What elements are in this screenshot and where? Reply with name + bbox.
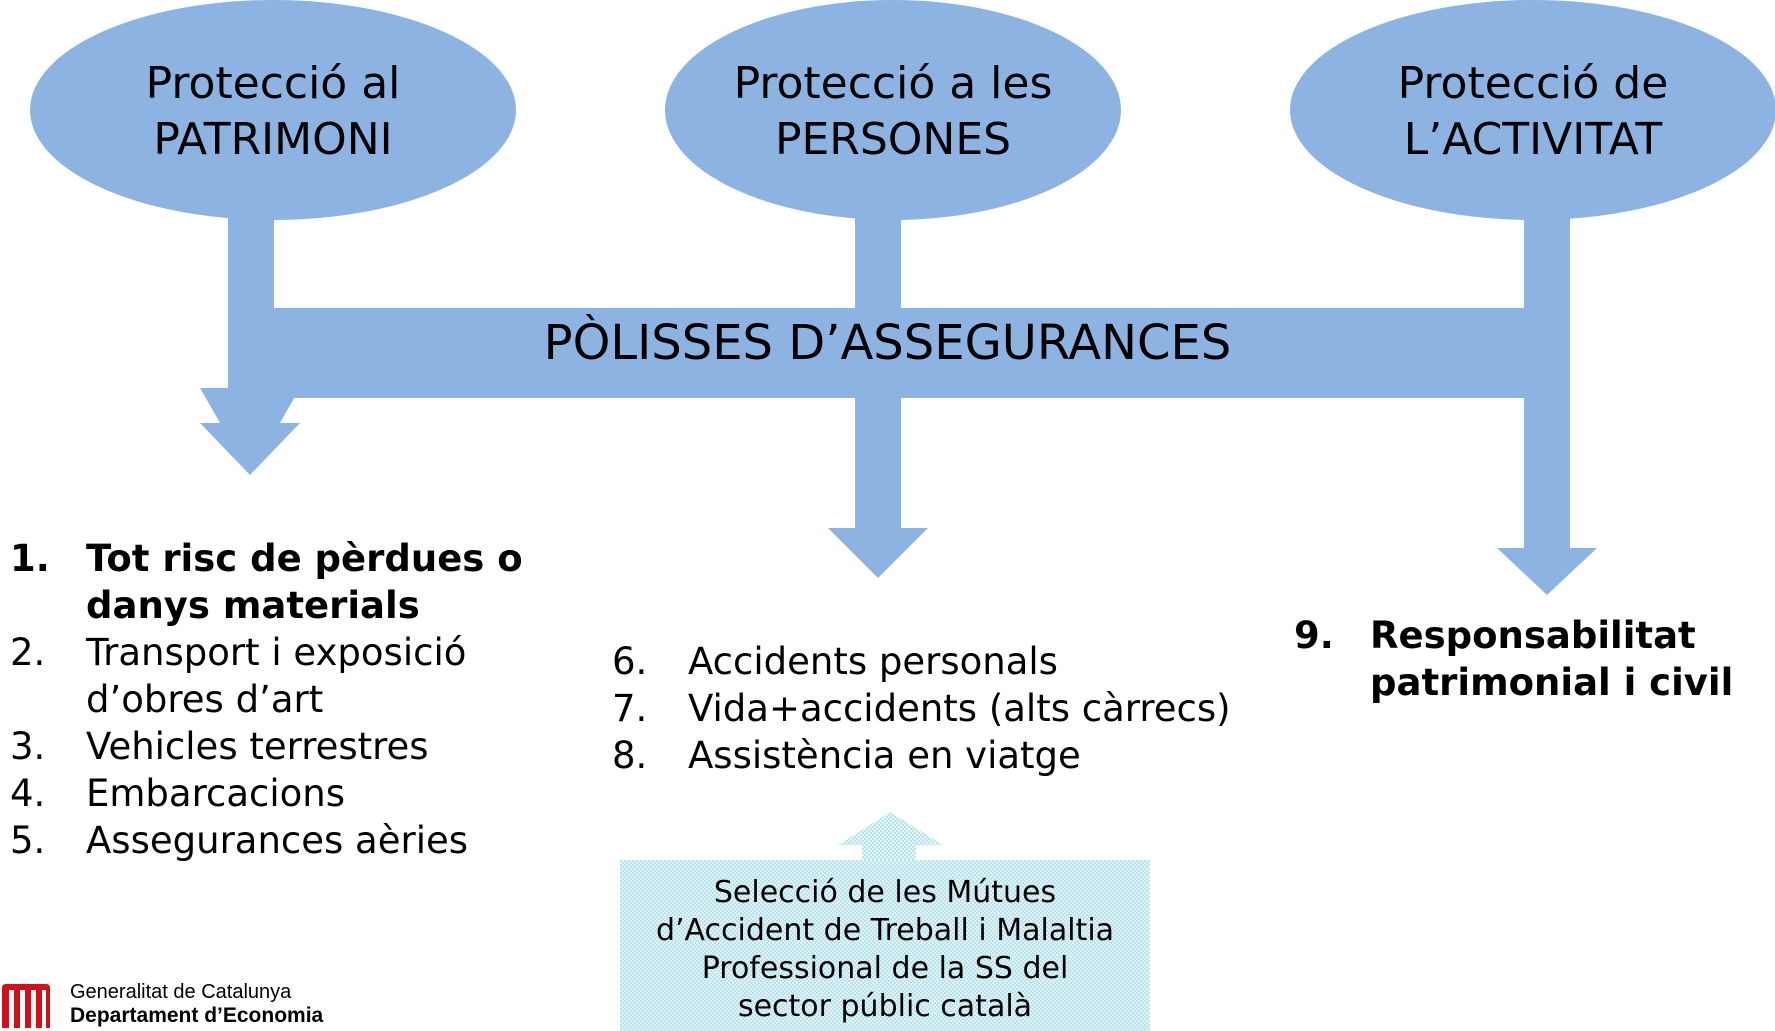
item-number: 6.	[612, 640, 648, 683]
mutues-line: sector públic català	[737, 989, 1033, 1024]
item-number: 2.	[10, 631, 46, 674]
list-item: 7. Vida+accidents (alts càrrecs)	[612, 685, 1231, 732]
oval-label-patrimoni: Protecció al PATRIMONI	[31, 56, 515, 168]
item-number: 4.	[10, 772, 46, 815]
oval-label-persones: Protecció a les PERSONES	[665, 56, 1121, 168]
item-number: 7.	[612, 687, 648, 730]
item-text: patrimonial i civil	[1370, 661, 1734, 704]
list-item: 1. Tot risc de pèrdues o danys materials	[10, 535, 523, 629]
senyera-icon	[2, 984, 50, 1028]
item-text: Assegurances aèries	[86, 819, 469, 862]
mutues-line: Selecció de les Mútues	[713, 875, 1057, 910]
patrimoni-arrow-head	[200, 423, 300, 475]
oval-line: PATRIMONI	[153, 114, 393, 165]
list-item: 9. Responsabilitat patrimonial i civil	[1294, 612, 1733, 706]
item-number: 1.	[10, 537, 50, 580]
item-text: d’obres d’art	[86, 678, 324, 721]
oval-activitat	[1290, 0, 1775, 220]
item-text: Vehicles terrestres	[86, 725, 429, 768]
logo-line: Departament d’Economia	[70, 1004, 324, 1027]
mutues-up-arrow	[838, 812, 943, 862]
list-item: 2. Transport i exposició d’obres d’art	[10, 629, 523, 723]
logo-line: Generalitat de Catalunya	[70, 981, 292, 1003]
oval-line: PERSONES	[774, 114, 1012, 165]
patrimoni-list: 1. Tot risc de pèrdues o danys materials…	[10, 535, 523, 864]
mutues-line: Professional de la SS del	[701, 951, 1069, 986]
oval-line: Protecció a les	[733, 58, 1053, 109]
list-item: 3. Vehicles terrestres	[10, 723, 523, 770]
oval-label-activitat: Protecció de L’ACTIVITAT	[1290, 56, 1775, 168]
item-text: Responsabilitat	[1370, 614, 1696, 657]
oval-patrimoni	[30, 0, 516, 220]
item-text: Assistència en viatge	[688, 734, 1081, 777]
oval-persones	[665, 0, 1121, 220]
item-text: Vida+accidents (alts càrrecs)	[688, 687, 1231, 730]
activitat-arrow-head	[1497, 548, 1597, 595]
activitat-list: 9. Responsabilitat patrimonial i civil	[1294, 612, 1733, 706]
patrimoni-arrow	[200, 200, 300, 475]
logo-text: Generalitat de Catalunya Departament d’E…	[70, 980, 323, 1028]
item-text: Embarcacions	[86, 772, 345, 815]
oval-line: L’ACTIVITAT	[1403, 114, 1663, 165]
list-item: 8. Assistència en viatge	[612, 732, 1231, 779]
persones-arrow-head	[828, 528, 928, 578]
list-item: 6. Accidents personals	[612, 638, 1231, 685]
mutues-box: Selecció de les Mútues d’Accident de Tre…	[620, 860, 1150, 1031]
item-text: Tot risc de pèrdues o	[86, 537, 523, 580]
item-text: danys materials	[86, 584, 420, 627]
oval-line: Protecció de	[1397, 58, 1669, 109]
item-text: Accidents personals	[688, 640, 1058, 683]
banner-title: PÒLISSES D’ASSEGURANCES	[543, 315, 1232, 371]
list-item: 4. Embarcacions	[10, 770, 523, 817]
persones-list: 6. Accidents personals 7. Vida+accidents…	[612, 638, 1231, 779]
item-number: 3.	[10, 725, 46, 768]
list-item: 5. Assegurances aèries	[10, 817, 523, 864]
oval-line: Protecció al	[145, 58, 401, 109]
mutues-line: d’Accident de Treball i Malaltia	[655, 913, 1115, 948]
item-text: Transport i exposició	[86, 631, 467, 674]
polisses-banner	[228, 308, 1570, 398]
item-number: 5.	[10, 819, 46, 862]
item-number: 9.	[1294, 614, 1334, 657]
item-number: 8.	[612, 734, 648, 777]
